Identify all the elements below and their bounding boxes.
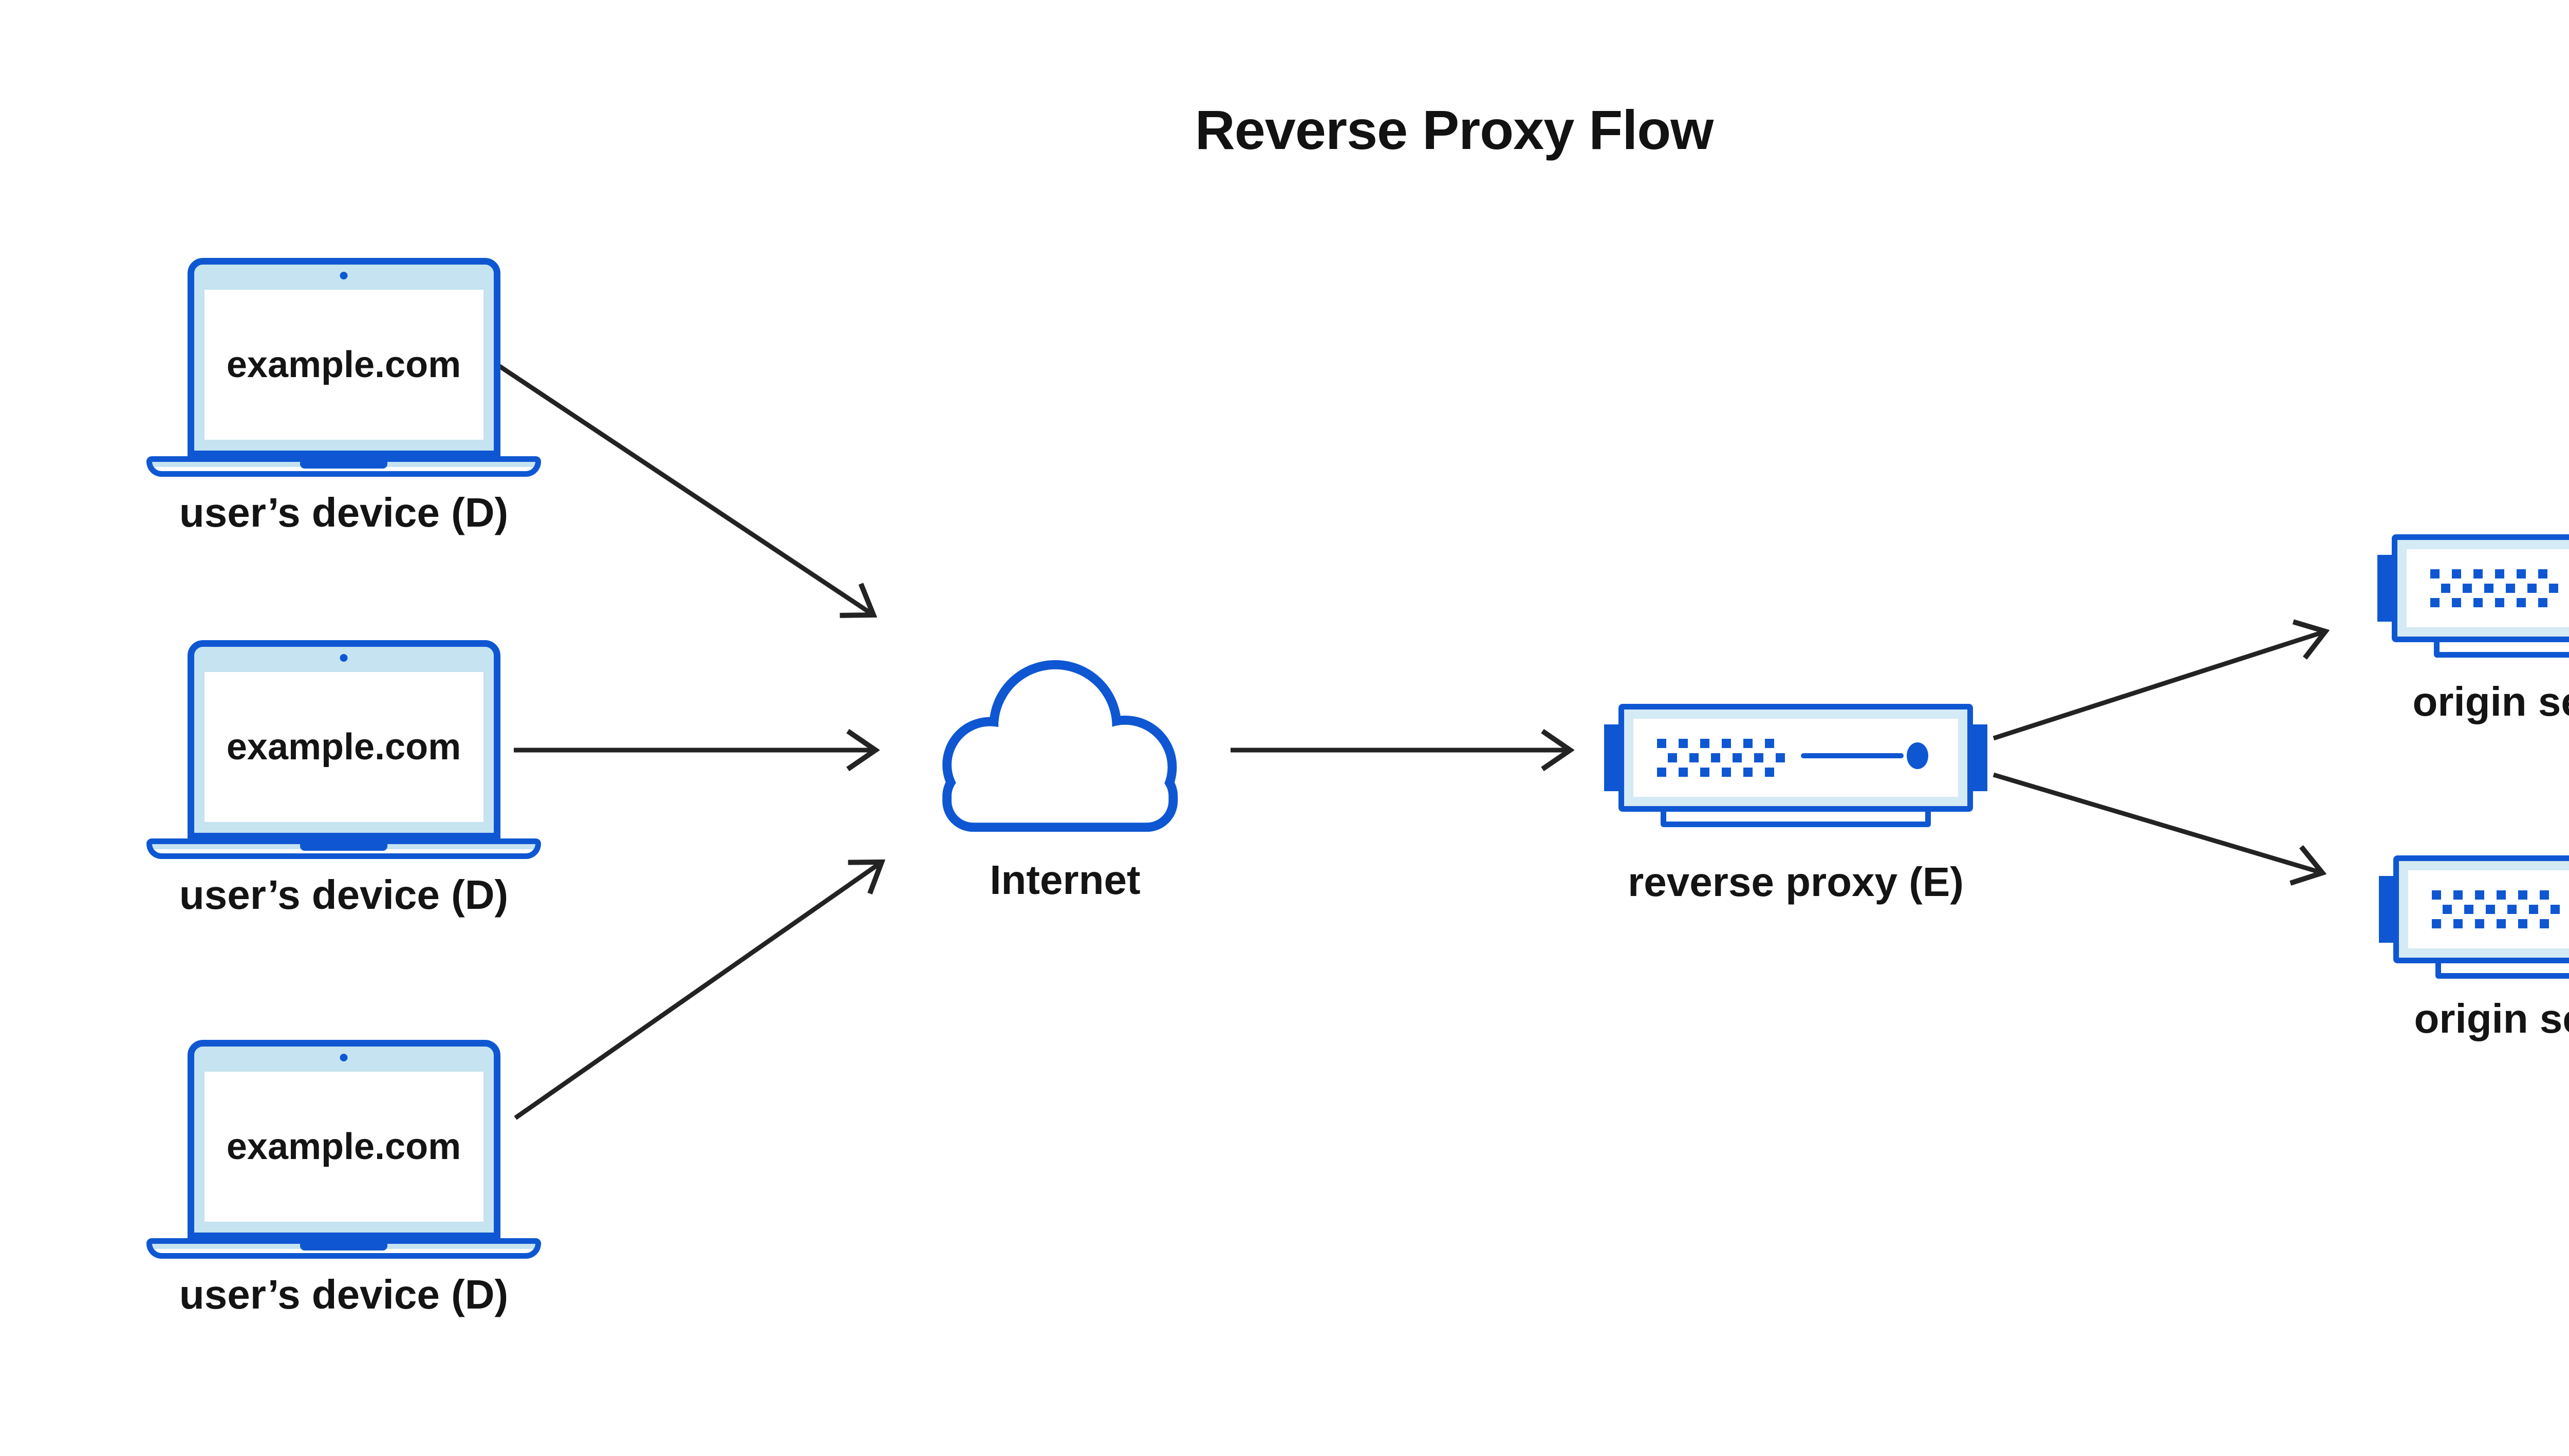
laptop-screen: example.com — [204, 290, 483, 440]
arrow-device-3-to-internet — [514, 862, 882, 1120]
device-1: example.com user’s device (D) — [146, 258, 541, 535]
server-lights-pattern-icon — [2432, 890, 2560, 928]
server-faceplate — [1633, 719, 1958, 797]
server-slot-line-icon — [1801, 753, 1904, 758]
laptop-icon: example.com — [187, 1040, 500, 1239]
reverse-proxy-label: reverse proxy (E) — [1628, 859, 1964, 905]
server-lights-pattern-icon — [1657, 739, 1785, 777]
server-rack-icon — [2393, 855, 2569, 963]
laptop-screen: example.com — [204, 672, 483, 822]
camera-dot-icon — [340, 1054, 348, 1061]
laptop-hinge-notch — [300, 461, 387, 469]
laptop-hinge-notch — [300, 1243, 387, 1250]
device-3: example.com user’s device (D) — [146, 1040, 541, 1317]
laptop-base — [146, 838, 541, 859]
laptop-base — [146, 456, 541, 477]
origin-server-label: origin server (F) — [2414, 996, 2569, 1041]
cloud-icon — [942, 660, 1178, 832]
laptop-icon: example.com — [187, 640, 500, 839]
device-screen-text: example.com — [226, 1126, 461, 1167]
server-lights-pattern-icon — [2430, 569, 2558, 607]
origin-server-1: origin server (F) — [2377, 534, 2569, 724]
device-label: user’s device (D) — [179, 490, 509, 535]
arrow-reverse-proxy-to-origin-2 — [1993, 772, 2322, 873]
reverse-proxy: reverse proxy (E) — [1604, 704, 1987, 905]
server-rack-icon — [2392, 534, 2569, 642]
page-title: Reverse Proxy Flow — [1195, 99, 1714, 161]
device-screen-text: example.com — [226, 344, 461, 385]
arrow-reverse-proxy-to-origin-1 — [1993, 631, 2325, 741]
origin-server-label: origin server (F) — [2412, 679, 2569, 724]
laptop-hinge-notch — [300, 844, 387, 851]
camera-dot-icon — [340, 272, 348, 279]
server-rack-icon — [1618, 704, 1973, 812]
laptop-screen: example.com — [204, 1072, 483, 1222]
device-label: user’s device (D) — [179, 1272, 509, 1317]
server-power-dot-icon — [1907, 742, 1928, 769]
laptop-base — [146, 1238, 541, 1259]
device-screen-text: example.com — [226, 726, 461, 768]
device-label: user’s device (D) — [179, 872, 509, 918]
origin-server-2: origin server (F) — [2379, 855, 2569, 1041]
camera-dot-icon — [340, 654, 348, 662]
device-2: example.com user’s device (D) — [146, 640, 541, 918]
internet-label: Internet — [990, 857, 1141, 903]
laptop-icon: example.com — [187, 258, 500, 457]
arrow-device-1-to-internet — [497, 364, 873, 615]
